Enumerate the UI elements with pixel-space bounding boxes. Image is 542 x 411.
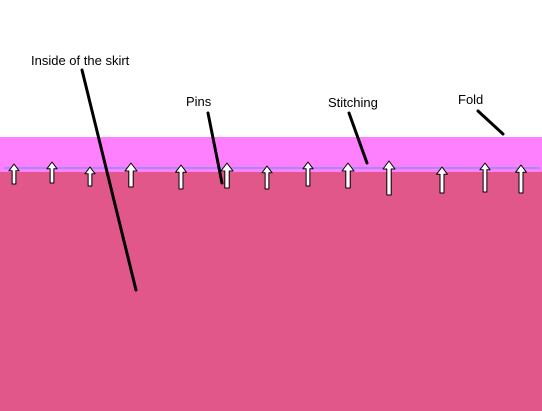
pins-group <box>8 160 527 196</box>
inside-of-skirt-label: Inside of the skirt <box>31 53 130 68</box>
stitching-label: Stitching <box>328 95 378 110</box>
pin-arrow <box>220 162 234 189</box>
pin-arrow <box>302 161 314 187</box>
pin-arrow <box>261 165 273 190</box>
pin-arrow <box>84 166 96 187</box>
inside-pointer-line <box>80 68 138 292</box>
pin-arrow <box>124 162 138 188</box>
pin-arrow <box>8 163 20 185</box>
stitching-pointer-line <box>347 111 369 165</box>
pins-label: Pins <box>186 94 212 109</box>
pin-arrow <box>382 160 396 196</box>
skirt-body <box>0 172 542 411</box>
fold-band <box>0 137 542 172</box>
pin-arrow <box>436 166 448 194</box>
pin-arrow <box>46 161 58 184</box>
pin-arrow <box>175 164 187 190</box>
fold-label: Fold <box>458 92 483 107</box>
pin-arrow <box>341 162 355 189</box>
pins-pointer-line <box>206 111 224 185</box>
pin-arrow <box>515 164 527 194</box>
fold-pointer-line <box>476 109 505 136</box>
pin-arrow <box>479 162 491 193</box>
